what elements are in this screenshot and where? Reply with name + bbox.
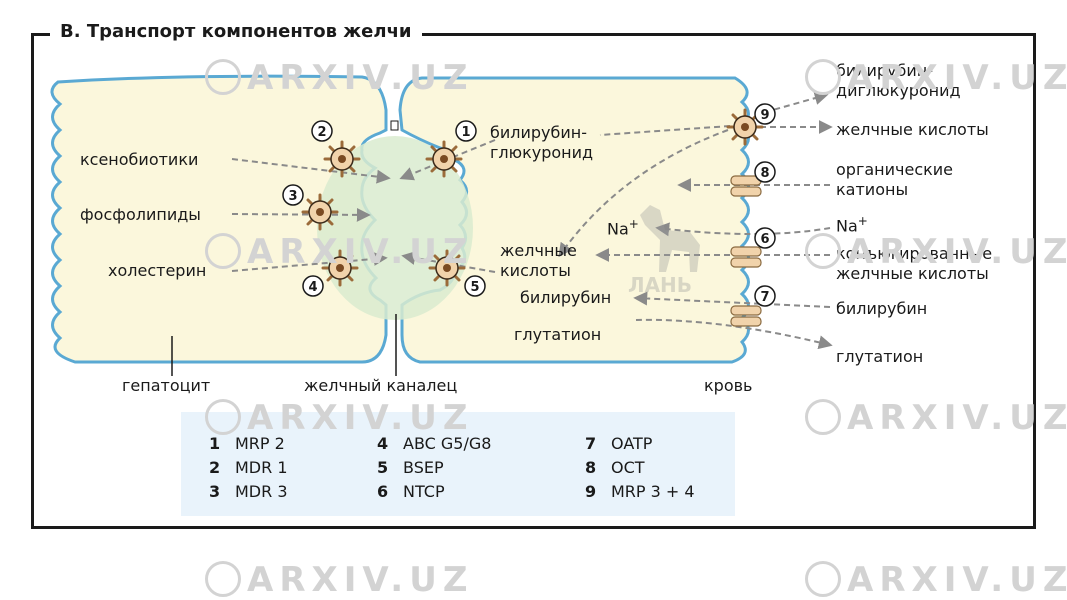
- label-glutathione-out: глутатион: [836, 347, 924, 366]
- transporter-number: 5: [470, 280, 479, 295]
- label-organic-cations-line1: органические: [836, 160, 954, 179]
- label-bilirubin-diglucuronide-line2: диглюкуронид: [836, 81, 961, 100]
- transporter-number: 1: [461, 125, 470, 140]
- label-organic-cations-line2: катионы: [836, 180, 909, 199]
- transporter-3: [282, 184, 339, 231]
- transporter-7: [730, 285, 776, 327]
- transporter-4: [302, 249, 359, 297]
- arxiv-watermark: ARXIV.UZ: [205, 560, 473, 600]
- arxiv-watermark: ARXIV.UZ: [205, 58, 473, 98]
- label-glutathione-inner: глутатион: [514, 325, 602, 344]
- label-xenobiotics: ксенобиотики: [80, 150, 199, 169]
- label-conjugated-bile-acids-line2: желчные кислоты: [836, 264, 989, 283]
- label-sodium: Na+: [607, 217, 639, 239]
- label-bile-acids-inner-line1: желчные: [500, 241, 577, 260]
- transporter-9: [726, 103, 776, 146]
- arxiv-watermark: ARXIV.UZ: [805, 560, 1067, 600]
- label-bilirubin-glucuronide-line2: глюкуронид: [490, 143, 594, 162]
- arxiv-watermark: ARXIV.UZ: [205, 232, 473, 272]
- transporter-1: [425, 120, 477, 178]
- label-blood: кровь: [704, 376, 753, 395]
- label-cholesterol: холестерин: [108, 261, 207, 280]
- label-bilirubin-out: билирубин: [836, 299, 928, 318]
- label-bile-canaliculus: желчный каналец: [304, 376, 458, 395]
- label-bilirubin-diglucuronide-line1: билирубин-: [836, 61, 934, 80]
- transporter-number: 3: [288, 189, 297, 204]
- arxiv-watermark: ARXIV.UZ: [205, 398, 473, 438]
- figure-title: В. Транспорт компонентов желчи: [50, 19, 422, 45]
- svg-text:ЛАНЬ: ЛАНЬ: [628, 273, 692, 297]
- hepatocyte-left-membrane: [50, 74, 388, 364]
- label-sodium-out: Na+: [836, 214, 868, 236]
- label-phospholipids: фосфолипиды: [80, 205, 201, 224]
- tight-junction: [390, 120, 399, 131]
- bile-canaliculus-lumen: [317, 136, 473, 320]
- label-bile-acids-inner-line2: кислоты: [500, 261, 571, 280]
- arxiv-watermark: ARXIV.UZ: [805, 398, 1067, 438]
- label-bile-acids-out: желчные кислоты: [836, 120, 989, 139]
- transporter-number: 7: [760, 290, 769, 305]
- lan-logo-watermark: ЛАНЬ: [628, 205, 700, 297]
- arxiv-watermark: ARXIV.UZ: [805, 58, 1067, 98]
- label-bilirubin-inner: билирубин: [520, 288, 612, 307]
- transporter-6: [730, 227, 776, 268]
- label-hepatocyte: гепатоцит: [122, 376, 211, 395]
- transporter-8: [730, 161, 776, 197]
- transporter-number: 4: [308, 280, 317, 295]
- transporter-number: 8: [760, 166, 769, 181]
- transporter-2: [311, 120, 361, 178]
- figure-frame: [31, 33, 1036, 529]
- transporter-5: [428, 249, 486, 297]
- transporter-number: 6: [760, 232, 769, 247]
- transporter-number: 9: [760, 108, 769, 123]
- label-bilirubin-glucuronide-line1: билирубин-: [490, 123, 588, 142]
- label-conjugated-bile-acids-line1: конъюгированные: [836, 244, 993, 263]
- arxiv-watermark: ARXIV.UZ: [805, 232, 1067, 272]
- transporter-number: 2: [317, 125, 326, 140]
